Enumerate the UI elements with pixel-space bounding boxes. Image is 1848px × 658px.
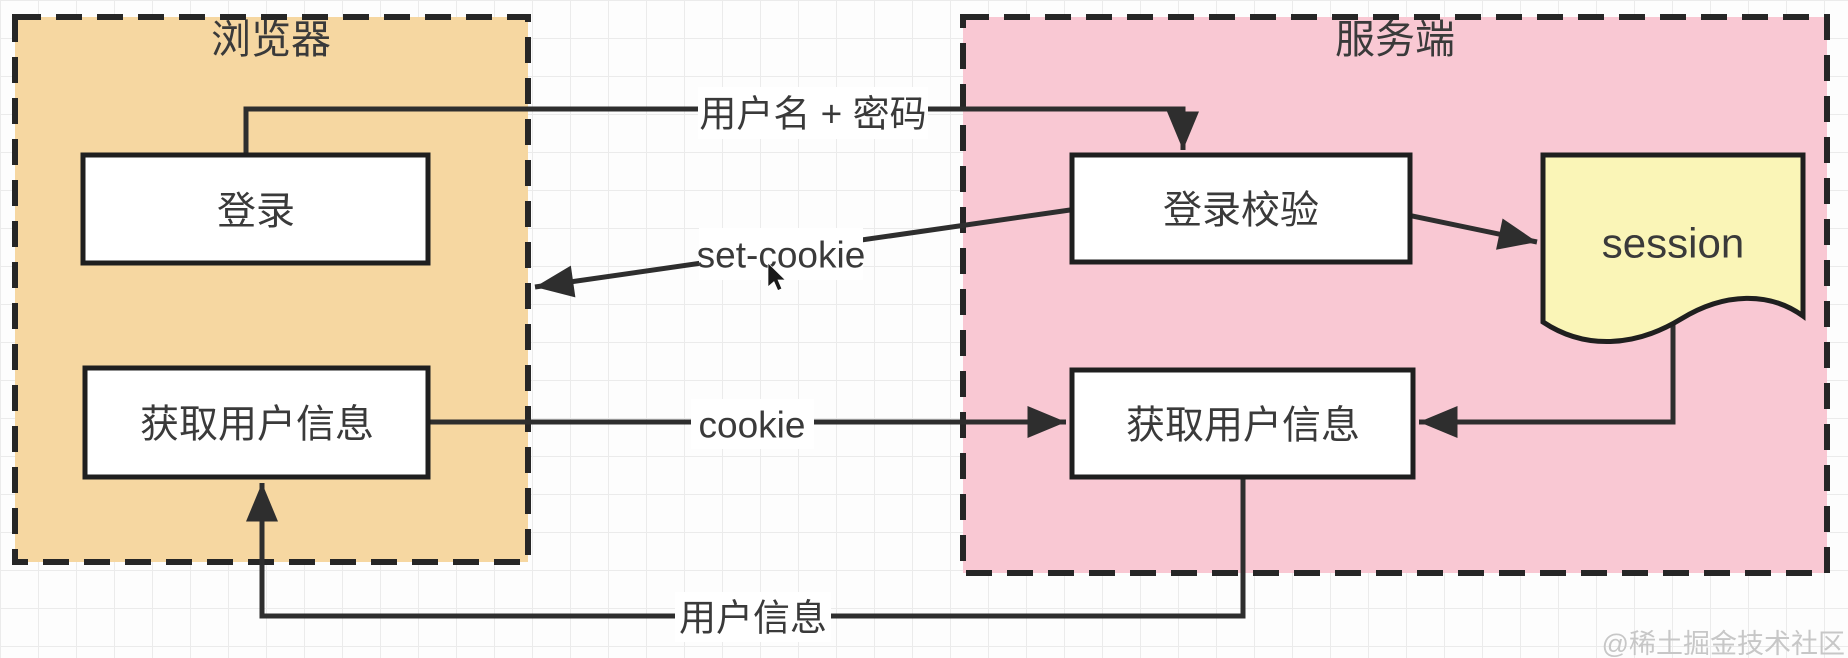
session-node-label: session: [1602, 220, 1744, 267]
session-node: [1540, 152, 1806, 345]
server-get-user-node: [1069, 367, 1416, 480]
edge-set-cookie-label: set-cookie: [697, 235, 866, 276]
browser-get-user-node: [82, 365, 431, 480]
login-node-label: 登录: [217, 191, 295, 234]
edge-cookie-label: cookie: [699, 405, 806, 446]
edge-store-session-arrow: [1392, 209, 1538, 250]
edge-credentials-label-bg: [698, 87, 928, 139]
server-get-user-node-label: 获取用户信息: [1126, 405, 1360, 448]
server-title: 服务端: [1335, 18, 1455, 62]
browser-container: [12, 14, 531, 565]
edge-cookie-label-bg: [691, 399, 814, 449]
verify-node: [1069, 152, 1413, 265]
browser-title: 浏览器: [211, 18, 331, 62]
watermark-text: @稀土掘金技术社区: [1602, 629, 1845, 658]
edge-credentials-label: 用户名 + 密码: [699, 94, 926, 135]
mouse-cursor-icon: [767, 262, 787, 291]
edge-set-cookie-label-bg: [699, 228, 863, 280]
browser-get-user-node-label: 获取用户信息: [140, 404, 374, 447]
edge-read-session-arrow: [1419, 321, 1676, 438]
verify-node-label: 登录校验: [1163, 190, 1319, 233]
edge-user-info-label: 用户信息: [679, 598, 827, 639]
login-node: [80, 152, 431, 266]
edge-user-info-label-bg: [675, 592, 831, 642]
